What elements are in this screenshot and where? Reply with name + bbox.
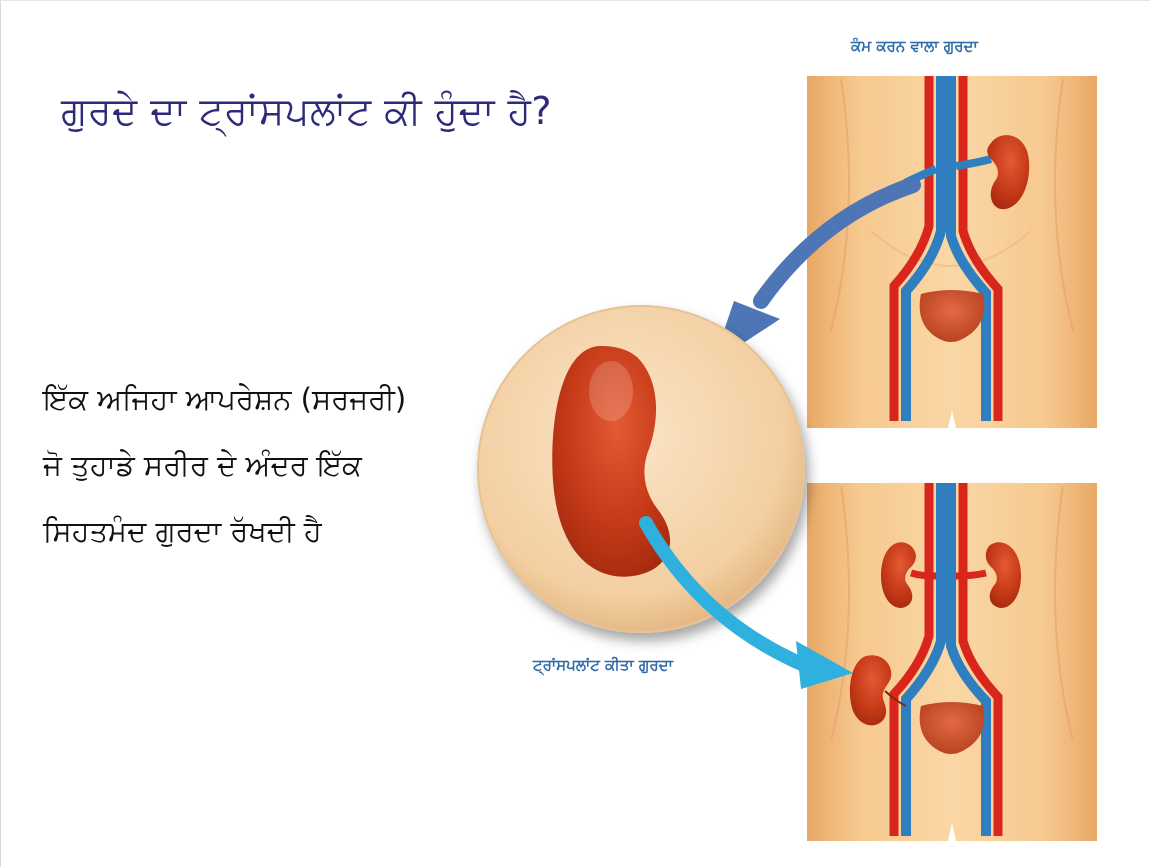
working-kidney-label: ਕੰਮ ਕਰਨ ਵਾਲਾ ਗੁਰਦਾ xyxy=(851,37,978,55)
transplanted-kidney-label: ਟ੍ਰਾਂਸਪਲਾਂਟ ਕੀਤਾ ਗੁਰਦਾ xyxy=(533,656,673,674)
torso-working-panel xyxy=(807,76,1097,428)
torso-transplant-panel xyxy=(807,483,1097,841)
kidney-circle xyxy=(478,306,804,632)
